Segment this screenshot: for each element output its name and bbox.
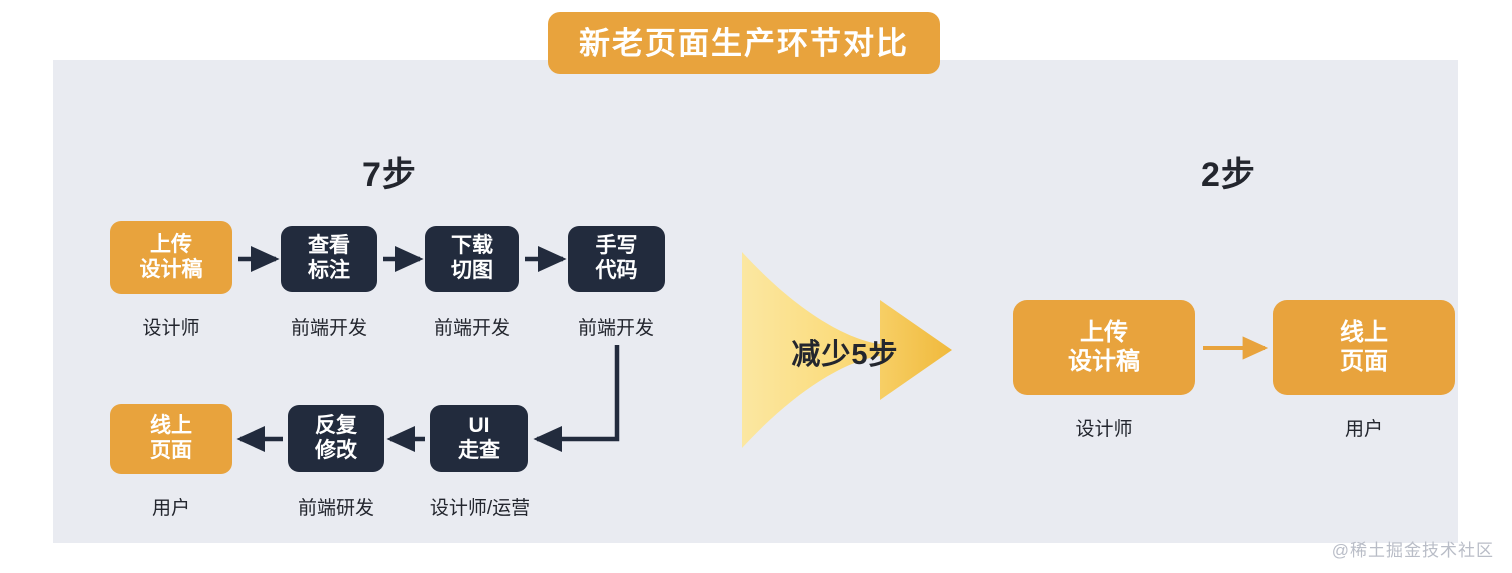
node-line-1: 上传 (1080, 319, 1128, 347)
node-online-page: 线上 页面 (110, 404, 232, 474)
node-download-assets: 下载 切图 (425, 226, 519, 292)
diagram-title-pill: 新老页面生产环节对比 (548, 12, 940, 74)
node-line-1: 上传 (150, 232, 192, 256)
caption-repeated-revision: 前端研发 (297, 498, 374, 519)
caption-upload-design-new: 设计师 (1075, 419, 1133, 440)
reduce-steps-label: 减少5步 (791, 339, 899, 371)
caption-online-page-new: 用户 (1344, 419, 1383, 440)
node-line-2: 设计稿 (139, 257, 203, 281)
caption-view-annotation: 前端开发 (290, 318, 367, 339)
node-line-2: 页面 (1340, 347, 1388, 375)
node-view-annotation: 查看 标注 (281, 226, 377, 292)
node-upload-design-new: 上传 设计稿 (1013, 300, 1195, 395)
node-line-1: 反复 (315, 413, 357, 437)
left-step-count: 7步 (362, 156, 417, 194)
node-line-2: 代码 (595, 259, 638, 282)
node-line-2: 切图 (451, 259, 493, 282)
node-line-1: UI (468, 413, 490, 437)
diagram-title: 新老页面生产环节对比 (579, 25, 909, 61)
caption-online-page: 用户 (151, 498, 190, 519)
node-line-2: 页面 (150, 439, 192, 462)
node-handwrite-code: 手写 代码 (568, 226, 665, 292)
node-line-2: 走查 (458, 438, 500, 462)
node-line-1: 下载 (451, 234, 493, 258)
node-line-2: 修改 (315, 438, 357, 462)
node-upload-design: 上传 设计稿 (110, 221, 232, 294)
caption-upload-design: 设计师 (142, 318, 200, 339)
right-step-count: 2步 (1201, 156, 1256, 194)
node-line-1: 线上 (1340, 319, 1388, 347)
watermark: @稀土掘金技术社区 (1331, 541, 1494, 560)
node-online-page-new: 线上 页面 (1273, 300, 1455, 395)
node-line-1: 查看 (308, 234, 350, 258)
caption-ui-review: 设计师/运营 (429, 498, 531, 519)
caption-handwrite-code: 前端开发 (577, 318, 654, 339)
node-line-2: 标注 (308, 259, 350, 282)
node-line-2: 设计稿 (1068, 347, 1140, 375)
node-repeated-revision: 反复 修改 (288, 405, 384, 472)
node-line-1: 线上 (150, 414, 192, 438)
node-line-1: 手写 (595, 234, 638, 258)
caption-download-assets: 前端开发 (433, 318, 510, 339)
comparison-panel (53, 60, 1458, 543)
node-ui-review: UI 走查 (430, 405, 528, 472)
